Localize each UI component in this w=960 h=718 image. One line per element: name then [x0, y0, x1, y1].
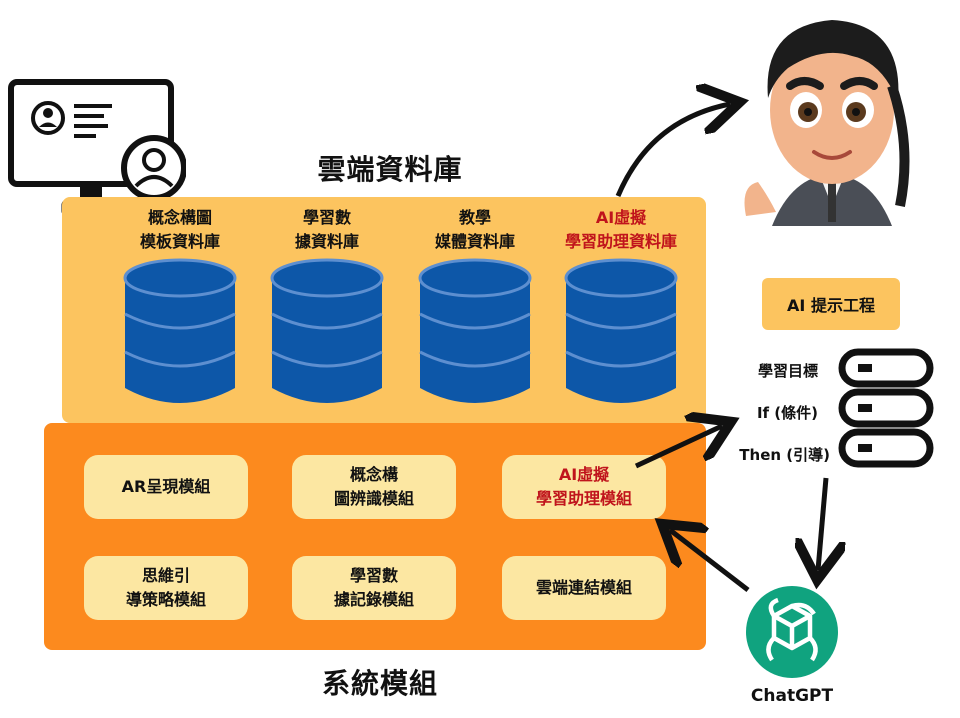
server-stack-icon: [838, 348, 934, 468]
cloud-db-title: 雲端資料庫: [317, 153, 463, 186]
module-box: AR呈現模組: [84, 455, 248, 519]
database-label: 教學 媒體資料庫: [434, 208, 515, 251]
database-label: AI虛擬 學習助理資料庫: [564, 208, 677, 251]
system-modules-title: 系統模組: [321, 667, 438, 700]
openai-logo-icon: [746, 586, 838, 678]
module-box: 思維引 導策略模組: [84, 556, 248, 620]
arrow-module-to-prompt: [634, 426, 722, 469]
module-box: 學習數 據記錄模組: [292, 556, 456, 620]
module-box: 概念構 圖辨識模組: [292, 455, 456, 519]
step-learning-goal: 學習目標: [757, 362, 818, 380]
ai-prompt-engineering-box: AI 提示工程: [762, 278, 900, 330]
chatgpt-label: ChatGPT: [750, 686, 834, 706]
arrow-prompt-to-chatgpt: [818, 477, 826, 570]
arrow-db-to-avatar: [615, 104, 730, 197]
arrow-chatgpt-to-module: [670, 530, 750, 592]
database-label: 概念構圖 模板資料庫: [139, 208, 220, 251]
virtual-assistant-avatar: [744, 20, 910, 226]
step-then-guidance: Then (引導): [739, 446, 830, 464]
database-cylinder-icon: [564, 258, 678, 403]
database-label: 學習數 據資料庫: [294, 208, 359, 251]
database-cylinder-icon: [270, 258, 384, 403]
module-box: 雲端連結模組: [502, 556, 666, 620]
step-if-condition: If (條件): [756, 404, 818, 422]
database-cylinder-icon: [123, 258, 237, 403]
database-cylinder-icon: [418, 258, 532, 403]
